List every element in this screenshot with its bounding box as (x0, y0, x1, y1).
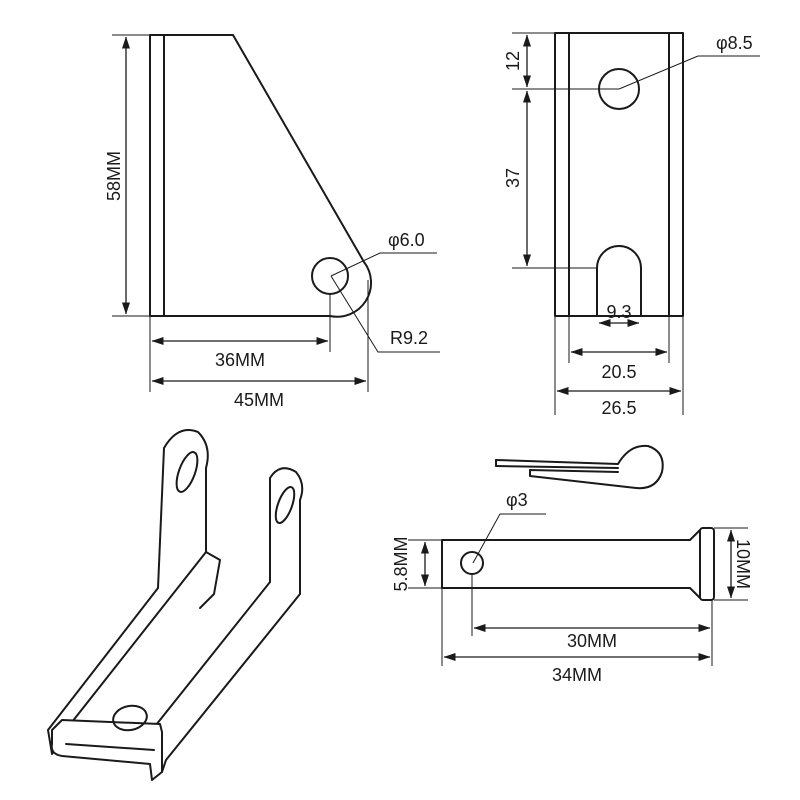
hole-leader (330, 252, 437, 277)
hole-to-head-label: 30MM (567, 631, 617, 651)
bracket-base-plate (50, 719, 163, 781)
bracket-back-plate (151, 467, 304, 773)
slot-width-label: 9.3 (606, 302, 631, 322)
pin-cross-hole (460, 551, 484, 575)
bracket-base-edge (65, 743, 155, 751)
side-view-outline (149, 34, 373, 318)
hole-offset-label: 36MM (215, 350, 265, 370)
radius-label: R9.2 (390, 328, 428, 348)
side-view-hole (311, 257, 349, 295)
cross-hole-leader (472, 513, 546, 564)
inner-width-label: 20.5 (601, 362, 636, 382)
front-view-outline (554, 32, 684, 317)
pin-diameter-label: 5.8MM (391, 536, 411, 591)
top-offset-label: 12 (503, 51, 523, 71)
hole-leader (618, 55, 760, 90)
head-diameter-label: 10MM (733, 539, 753, 589)
cotter-pin-shape (495, 444, 664, 490)
slot-offset-label: 37 (503, 168, 523, 188)
bracket-inner-notch (199, 551, 221, 609)
bracket-base-hole (112, 704, 148, 732)
pin-shaft (441, 529, 701, 599)
side-view: 58MM φ6.0 R9.2 36MM 45MM (104, 34, 440, 410)
pin-length-label: 34MM (552, 665, 602, 685)
front-view: φ8.5 12 37 9.3 20.5 26.5 (503, 32, 760, 418)
bracket-back-hole (274, 485, 296, 525)
radius-leader (330, 275, 440, 353)
cotter-pin-leg (495, 465, 619, 469)
hole-label: φ6.0 (388, 230, 425, 250)
cotter-pin (495, 444, 664, 490)
clevis-pin: φ3 5.8MM 10MM 30MM 34MM (391, 490, 753, 685)
height-label: 58MM (104, 151, 124, 201)
hole-label: φ8.5 (716, 33, 753, 53)
cross-hole-label: φ3 (506, 490, 528, 510)
isometric-bracket (47, 429, 304, 781)
width-label: 45MM (234, 390, 284, 410)
outer-width-label: 26.5 (601, 398, 636, 418)
bracket-front-plate (47, 429, 209, 755)
front-view-slot (596, 245, 642, 317)
pin-head (699, 527, 715, 601)
bracket-front-hole (175, 451, 199, 493)
